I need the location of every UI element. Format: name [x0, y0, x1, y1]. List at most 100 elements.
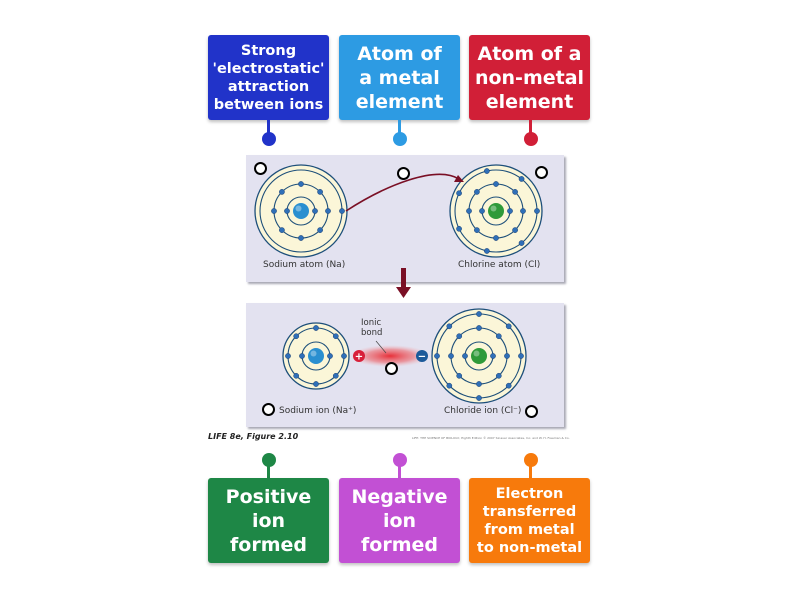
electron [534, 208, 540, 214]
electron [505, 323, 512, 330]
electron [279, 227, 285, 233]
electron [325, 208, 331, 214]
electron [484, 248, 490, 254]
pin-dot-electrostatic [262, 132, 276, 146]
electron [456, 372, 463, 379]
electron [520, 208, 526, 214]
ionic-bond-label: Ionic bond [361, 318, 383, 338]
electron [466, 208, 472, 214]
electron [493, 235, 499, 241]
electron [504, 353, 510, 359]
drop-target-5[interactable] [262, 403, 275, 416]
electron [279, 189, 285, 195]
label-nonmetal-atom[interactable]: Atom of a non-metal element [469, 35, 590, 120]
pin-stem [529, 463, 532, 479]
label-text: Electron transferred from metal to non-m… [476, 485, 583, 556]
pin-stem [398, 463, 401, 479]
nucleus [308, 348, 324, 364]
electron [476, 325, 482, 331]
sodium-ion [282, 322, 350, 390]
electron [518, 353, 524, 359]
nucleus [471, 348, 487, 364]
ionic-bond-glow [350, 345, 430, 367]
electron [505, 382, 512, 389]
electron [456, 333, 463, 340]
ions-diagram: + − [282, 308, 527, 404]
nucleus-highlight [490, 205, 497, 212]
electron [293, 333, 300, 340]
nucleus-highlight [473, 350, 480, 357]
label-positive-ion[interactable]: Positive ion formed [208, 478, 329, 563]
sodium-atom-caption: Sodium atom (Na) [263, 260, 346, 270]
electron [332, 333, 339, 340]
electron [448, 353, 454, 359]
electron [298, 181, 304, 187]
pin-dot-nonmetal-atom [524, 132, 538, 146]
electron [493, 181, 499, 187]
electron [474, 227, 480, 233]
label-text: Positive ion formed [225, 485, 312, 556]
label-text: Strong 'electrostatic' attraction betwee… [212, 42, 325, 113]
electron [271, 208, 277, 214]
pin-dot-metal-atom [393, 132, 407, 146]
electron [476, 381, 482, 387]
pin-dot-positive-ion [262, 453, 276, 467]
drop-target-2[interactable] [397, 167, 410, 180]
pin-stem [267, 463, 270, 479]
electron [518, 240, 525, 246]
electron [474, 189, 480, 195]
minus-sign: − [418, 352, 426, 363]
pin-stem [529, 120, 532, 135]
chlorine-atom [449, 164, 543, 258]
nucleus [488, 203, 504, 219]
electron [476, 311, 482, 317]
label-electrostatic-attraction[interactable]: Strong 'electrostatic' attraction betwee… [208, 35, 329, 120]
chlorine-atom-caption: Chlorine atom (Cl) [458, 260, 541, 270]
electron [512, 227, 518, 233]
electron [312, 208, 318, 214]
electron [512, 189, 518, 195]
electron [341, 353, 347, 359]
minus-badge [416, 350, 428, 362]
label-metal-atom[interactable]: Atom of a metal element [339, 35, 460, 120]
electron [284, 208, 290, 214]
electron [317, 189, 323, 195]
label-negative-ion[interactable]: Negative ion formed [339, 478, 460, 563]
electron [476, 395, 482, 401]
sodium-atom [254, 164, 348, 258]
electron [339, 208, 345, 214]
plus-sign: + [355, 352, 363, 363]
pin-dot-electron-transfer [524, 453, 538, 467]
electron [446, 382, 453, 389]
label-electron-transfer[interactable]: Electron transferred from metal to non-m… [469, 478, 590, 563]
drop-target-4[interactable] [385, 362, 398, 375]
electron [484, 168, 490, 174]
atoms-diagram [254, 164, 543, 258]
electron [456, 225, 462, 232]
down-arrow-icon [396, 268, 411, 298]
pin-stem [267, 120, 270, 135]
label-text: Atom of a non-metal element [474, 42, 585, 113]
pin-dot-negative-ion [393, 453, 407, 467]
label-text: Negative ion formed [351, 485, 448, 556]
electron [456, 190, 462, 197]
electron [434, 353, 440, 359]
label-text: Atom of a metal element [355, 42, 444, 113]
chloride-ion-caption: Chloride ion (Cl⁻) [444, 406, 522, 416]
electron [462, 353, 468, 359]
drop-target-3[interactable] [535, 166, 548, 179]
electron [317, 227, 323, 233]
electron [507, 208, 513, 214]
drop-target-6[interactable] [525, 405, 538, 418]
electron [479, 208, 485, 214]
electron [332, 372, 339, 379]
electron [495, 333, 502, 340]
electron [495, 372, 502, 379]
arrowhead [454, 175, 464, 182]
drop-target-1[interactable] [254, 162, 267, 175]
chloride-ion [431, 308, 527, 404]
electron [293, 372, 300, 379]
figure-title: LIFE 8e, Figure 2.10 [208, 432, 299, 441]
pin-stem [398, 120, 401, 135]
electron-transfer-arrow [345, 173, 460, 212]
